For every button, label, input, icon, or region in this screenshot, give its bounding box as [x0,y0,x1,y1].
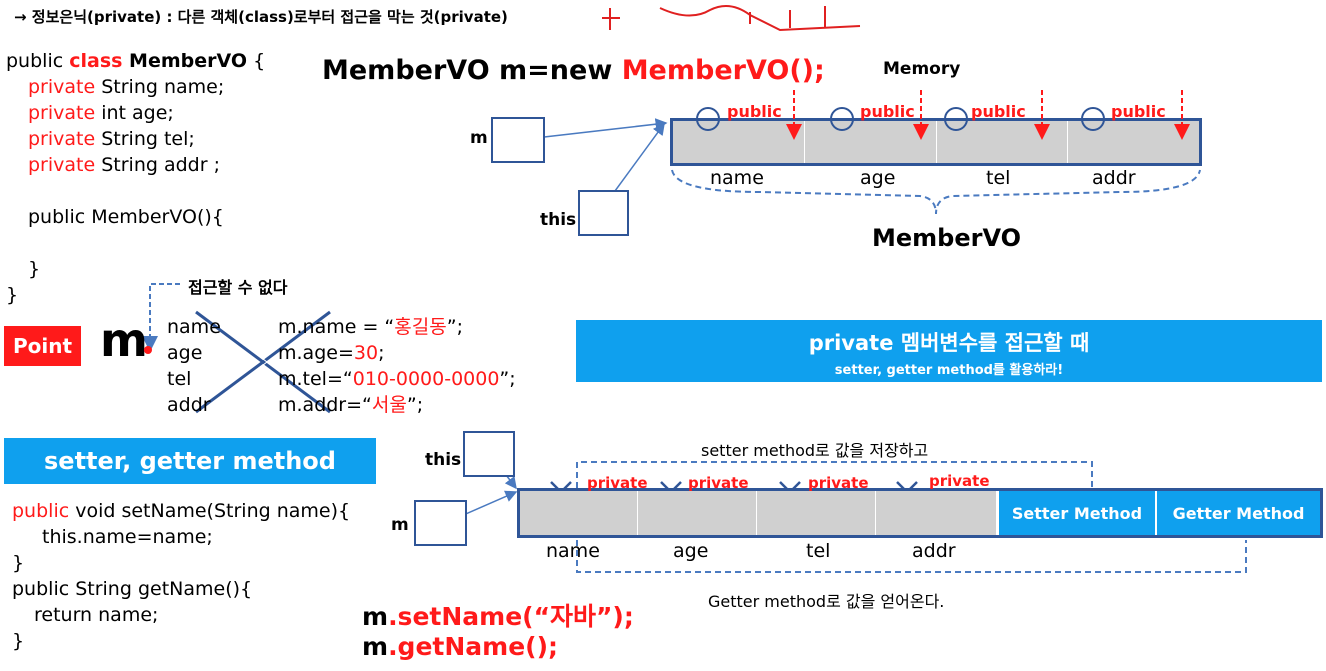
assignment-line: m.tel=“010-0000-0000”; [278,368,516,390]
public-label: public [860,102,915,121]
public-label: public [727,102,782,121]
ref-this-label-2: this [425,450,462,470]
private-label: private [929,472,990,490]
memory-label: Memory [883,59,961,79]
assignment-line: m.age=30; [278,342,385,364]
setter-close: } [12,552,25,574]
getter-signature: public String getName(){ [12,578,253,600]
memory-cell [937,121,1069,163]
memory-block-2: Setter Method Getter Method [517,488,1323,538]
memory-field-label: name [546,540,600,562]
setter-body: this.name=name; [42,526,213,548]
class-close: } [6,284,19,306]
point-dot [144,346,152,354]
memory-block [670,118,1202,166]
private-label: private [808,474,869,492]
ref-this-box-2 [463,431,515,477]
private-access-banner: private 멤버변수를 접근할 때 setter, getter metho… [576,320,1322,382]
memory-class-label: MemberVO [872,224,1022,252]
public-label: public [971,102,1026,121]
call-getname: m.getName(); [362,632,559,661]
memory-field-label: age [673,540,709,562]
field-line: private String tel; [28,128,195,150]
ref-m-box-2 [414,500,467,546]
ref-this-box [578,190,629,236]
memory-cell [520,491,638,535]
class-declaration: public class MemberVO { [6,50,266,72]
field-line: private String name; [28,76,225,98]
constructor-close: } [28,258,41,280]
banner-title: private 멤버변수를 접근할 때 [808,331,1090,355]
private-label: private [587,474,648,492]
setter-note: setter method로 값을 저장하고 [701,441,929,460]
no-access-label: 접근할 수 없다 [188,278,288,297]
memory-field-label: name [710,167,764,189]
ref-m-label-2: m [391,515,409,535]
memory-cell [673,121,805,163]
memory-field-label: addr [912,540,956,562]
setter-signature: public void setName(String name){ [12,500,351,522]
point-var: m [100,313,148,367]
ref-m-box [491,117,545,163]
memory-field-label: tel [806,540,831,562]
new-statement: MemberVO m=new MemberVO(); [322,55,825,86]
memory-cell [638,491,757,535]
call-setname: m.setName(“자바”); [362,602,634,631]
memory-field-label: age [860,167,896,189]
point-badge: Point [4,326,81,366]
memory-cell [876,491,997,535]
memory-field-label: tel [986,167,1011,189]
memory-field-label: addr [1092,167,1136,189]
public-label: public [1111,102,1166,121]
assignment-line: m.name = “홍길동”; [278,316,463,338]
ref-this-label: this [540,210,577,230]
setter-method-cell: Setter Method [997,491,1155,535]
getter-body: return name; [34,604,159,626]
field-line: private String addr ; [28,154,220,176]
assignment-lines: m.name = “홍길동”; m.age=30; m.tel=“010-000… [278,314,516,418]
banner-subtitle: setter, getter method를 활용하라! [834,363,1064,378]
memory-cell [805,121,937,163]
getter-method-cell: Getter Method [1155,491,1320,535]
getter-note: Getter method로 값을 얻어온다. [708,592,945,611]
constructor-line: public MemberVO(){ [28,206,224,228]
top-note: → 정보은닉(private) : 다른 객체(class)로부터 접근을 막는… [14,8,508,26]
ref-m-label: m [470,128,488,148]
setter-getter-banner: setter, getter method [4,438,376,484]
point-field-list: name age tel addr [167,316,221,416]
private-label: private [688,474,749,492]
getter-close: } [12,630,25,652]
field-line: private int age; [28,102,174,124]
assignment-line: m.addr=“서울”; [278,394,424,416]
handwritten-scribble [602,5,861,32]
field-declarations: private String name; private int age; pr… [28,74,224,178]
memory-cell [757,491,876,535]
